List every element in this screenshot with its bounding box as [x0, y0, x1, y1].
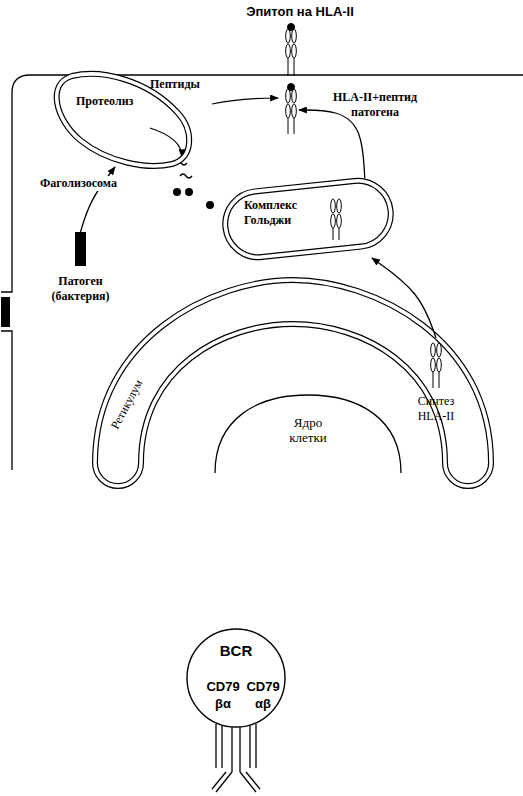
hla-chain: [292, 89, 297, 103]
text-label: Пептиды: [150, 77, 200, 92]
peptide-dot: [173, 188, 181, 196]
hla-chain: [331, 214, 336, 228]
node-label: BCR: [206, 642, 266, 660]
node-label: CD79 βα: [203, 678, 243, 712]
bacterium-symbol: [75, 232, 86, 266]
hla-chain: [286, 104, 291, 118]
process-arrow: [150, 128, 182, 157]
hla-stem: [288, 118, 289, 134]
node-label: Патоген (бактерия): [43, 274, 118, 304]
hla-chain: [292, 44, 297, 58]
antibody-arm: [246, 772, 260, 789]
hla-molecule: [331, 199, 342, 240]
cd79-chain: [221, 726, 222, 768]
peptide-dot: [206, 201, 214, 209]
antibody-chain: [231, 727, 232, 772]
hla-peptide-complex-outline: [283, 84, 299, 136]
cd79-chain: [255, 724, 256, 768]
hla-chain: [431, 358, 436, 372]
hla-stem: [339, 228, 340, 240]
bacterium-symbol: [1, 297, 10, 327]
hla-molecule: [286, 24, 297, 77]
hla-chain: [337, 214, 342, 228]
arrow-connector: [299, 110, 365, 178]
hla-synthesis: Синтез HLA-II: [428, 338, 444, 390]
membrane-outer: [95, 280, 491, 486]
hla-chain: [431, 343, 436, 357]
edge-label: Фаголизосома: [38, 176, 119, 191]
hla-molecule: [431, 343, 442, 388]
hla-stem: [439, 372, 440, 388]
hla-stem: [288, 58, 289, 76]
antibody-arm: [212, 772, 226, 789]
hla-stem: [294, 58, 295, 76]
cell-nucleus: Ядро клетки: [213, 393, 403, 473]
membrane-gap: [95, 280, 491, 486]
nucleus-outline: [215, 395, 401, 473]
bcr-circle: BCR CD79 βαCD79 αβ: [186, 628, 286, 728]
diagram-title: Эпитоп на HLA-II: [220, 4, 380, 19]
hla-peptide-complex: HLA-II+пептид патогена: [283, 84, 299, 136]
node-label: Ядро клетки: [278, 415, 338, 445]
hla-chain: [337, 199, 342, 213]
antibody-chain: [239, 727, 240, 772]
hla-chain: [331, 199, 336, 213]
golgi-complex: Комплекс Гольджи: [222, 178, 394, 258]
pathogen-bacterium: Патоген (бактерия): [75, 232, 86, 266]
hla-chain: [292, 29, 297, 43]
process-arrow: [212, 98, 278, 104]
cell-membrane: [1, 75, 523, 470]
hla-synthesis-outline: [428, 338, 444, 390]
node-label: CD79 αβ: [243, 678, 283, 712]
cd79-chain: [215, 724, 216, 768]
bcr-receptor-symbol: [212, 724, 260, 792]
peptide-dot: [288, 84, 295, 91]
hla-stem: [433, 372, 434, 388]
hla-chain: [286, 29, 291, 43]
node-label: Синтез HLA-II: [408, 394, 464, 424]
pathogen-bacterium-outline: [75, 232, 86, 266]
hla-stem: [333, 228, 334, 240]
hla-chain: [286, 89, 291, 103]
hla-chain: [437, 358, 442, 372]
cd79-chain: [249, 726, 250, 768]
hla-molecule: [286, 84, 297, 135]
peptide-dot: [185, 188, 193, 196]
receptor-circle: [187, 629, 285, 727]
node-label: HLA-II+пептид патогена: [329, 90, 421, 120]
hla-stem: [294, 118, 295, 134]
membrane-gap: [222, 178, 394, 261]
hla-chain: [292, 104, 297, 118]
membrane-outer: [222, 178, 394, 261]
node-label: Протеолиз: [76, 94, 156, 109]
peptide-squiggle: [180, 174, 192, 178]
hla-chain: [437, 343, 442, 357]
node-label: Комплекс Гольджи: [244, 198, 314, 228]
hla-chain: [286, 44, 291, 58]
